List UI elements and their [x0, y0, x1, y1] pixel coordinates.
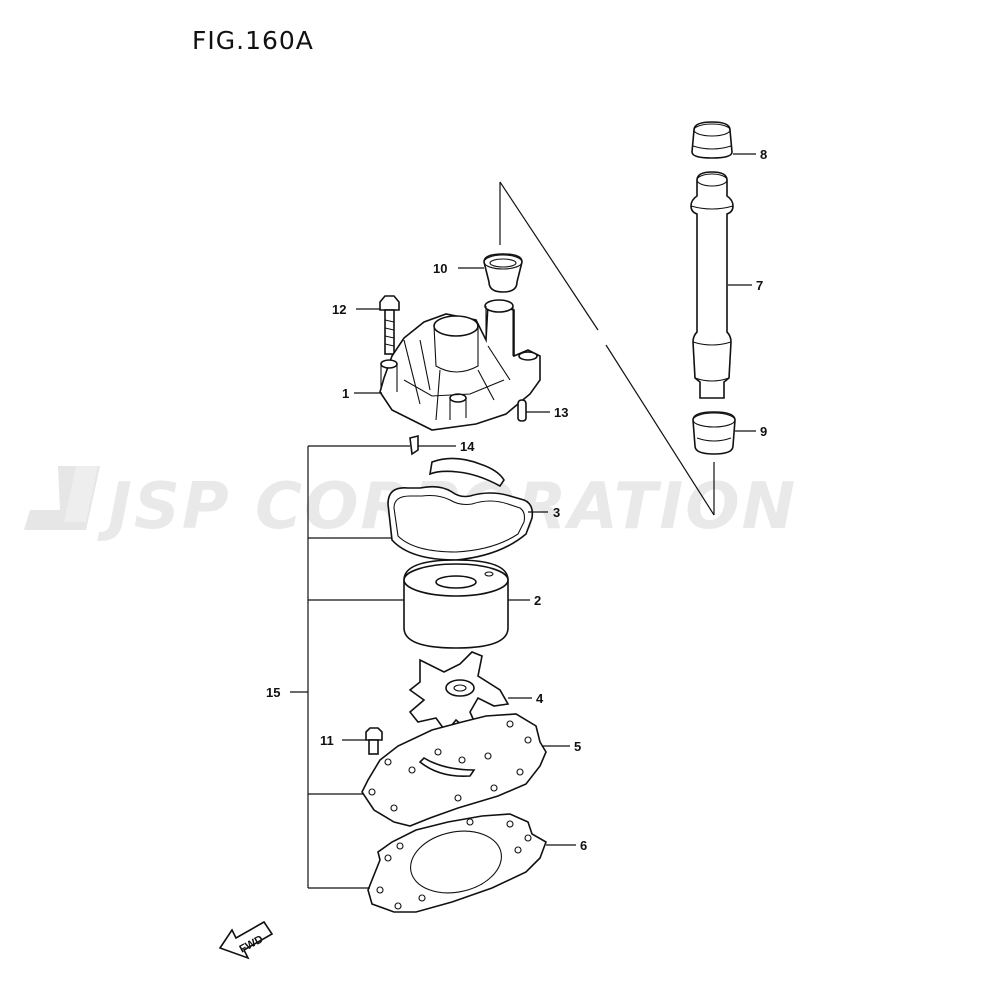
part-13-dowel-pin[interactable] — [517, 399, 527, 422]
callout-labels: 8 7 9 10 12 1 13 14 3 2 4 5 11 6 15 — [266, 147, 767, 853]
part-14-key[interactable] — [409, 434, 419, 456]
reference-lines — [499, 181, 715, 516]
callout-14: 14 — [460, 439, 475, 454]
part-5-plate[interactable] — [361, 713, 547, 827]
watermark-logo-icon — [24, 466, 100, 530]
part-11-screw[interactable] — [365, 727, 383, 755]
part-8-grommet[interactable] — [691, 121, 733, 159]
fwd-arrow-icon: FWD — [218, 920, 274, 960]
callout-4: 4 — [536, 691, 544, 706]
callout-9: 9 — [760, 424, 767, 439]
callout-1: 1 — [342, 386, 349, 401]
callout-7: 7 — [756, 278, 763, 293]
callout-5: 5 — [574, 739, 581, 754]
part-10-tube-seal[interactable] — [483, 253, 523, 293]
part-6-gasket[interactable] — [367, 813, 547, 913]
callout-15: 15 — [266, 685, 280, 700]
callout-2: 2 — [534, 593, 541, 608]
callout-12: 12 — [332, 302, 346, 317]
callout-6: 6 — [580, 838, 587, 853]
part-2-impeller-cup[interactable] — [403, 559, 509, 649]
callout-13: 13 — [554, 405, 568, 420]
callout-11: 11 — [320, 733, 334, 748]
part-1-pump-case[interactable] — [379, 299, 541, 431]
part-12-bolt[interactable] — [379, 295, 400, 355]
part-7-water-tube[interactable] — [690, 171, 734, 399]
callout-10: 10 — [433, 261, 447, 276]
leader-lines — [290, 153, 756, 889]
part-9-grommet[interactable] — [692, 411, 736, 455]
figure-title: FIG.160A — [192, 26, 314, 55]
callout-3: 3 — [553, 505, 560, 520]
callout-8: 8 — [760, 147, 767, 162]
